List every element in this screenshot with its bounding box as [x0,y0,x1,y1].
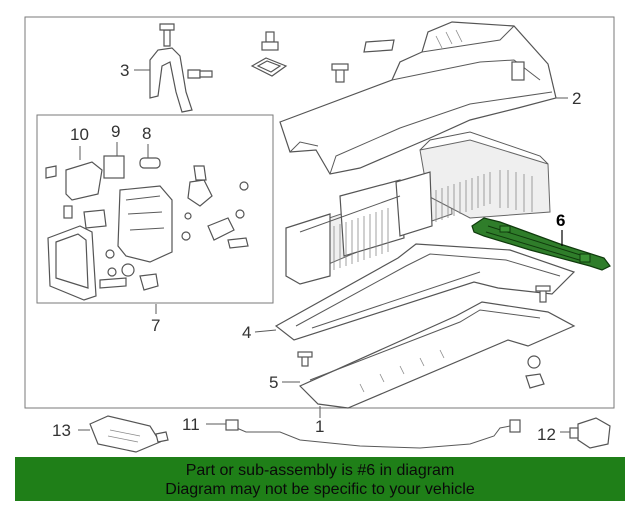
callout-2: 2 [572,89,581,108]
banner-line-2: Diagram may not be specific to your vehi… [165,481,475,498]
part-3-bracket [149,23,213,113]
part-4-tray [274,243,576,341]
top-fasteners [250,31,395,83]
callout-10: 10 [70,125,89,144]
part-12-sensor [569,417,611,449]
banner-line-1: Part or sub-assembly is #6 in diagram [185,462,455,479]
callout-12: 12 [537,425,556,444]
part-1-battery-modules [285,131,551,285]
callout-1: 1 [315,417,324,436]
callout-5: 5 [269,373,278,392]
callout-9: 9 [111,122,120,141]
callout-6: 6 [556,211,565,230]
part-info-banner: Part or sub-assembly is #6 in diagram Di… [15,457,625,501]
parts-diagram: 2 3 10 9 8 7 4 5 6 1 13 11 12 [24,16,615,453]
callout-3: 3 [120,61,129,80]
callout-4: 4 [242,323,251,342]
part-6-highlighted-bracket [471,217,611,271]
callout-8: 8 [142,124,151,143]
leader-lines [78,69,570,433]
part-11-harness [225,419,521,449]
callout-7: 7 [151,316,160,335]
callout-11: 11 [182,415,200,434]
part-5-bottom-plate [297,285,576,409]
callout-13: 13 [52,421,71,440]
part-13-component [89,415,169,453]
part-7-contents [45,155,249,301]
